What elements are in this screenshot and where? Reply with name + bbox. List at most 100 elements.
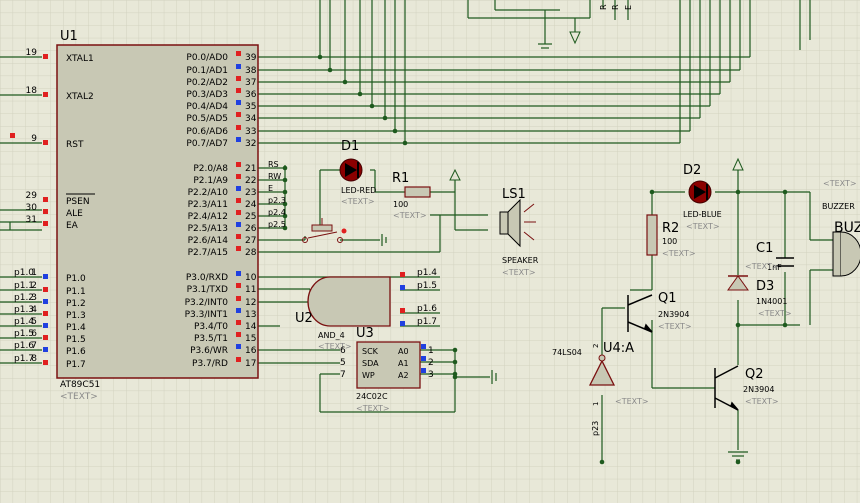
junction-dot xyxy=(452,374,458,380)
pin-marker xyxy=(236,344,241,349)
d3-part: 1N4001 xyxy=(756,297,787,306)
u1-pin-name: P0.7/AD7 xyxy=(186,139,228,149)
u3-pin-name: SCK xyxy=(362,347,379,356)
r2-value: 100 xyxy=(662,237,677,246)
u1-pin-number: 6 xyxy=(31,329,37,339)
u4-inverter[interactable] xyxy=(588,354,616,386)
u1-pin-number: 38 xyxy=(245,66,257,76)
u1-pin-name: P2.0/A8 xyxy=(193,164,228,174)
q2-transistor[interactable] xyxy=(714,365,739,411)
buzzer-text-tag: <TEXT> xyxy=(823,179,857,188)
u1-pin-name: P3.6/WR xyxy=(190,346,228,356)
u1-pin-net-label: p1.4 xyxy=(14,317,34,327)
u1-pin-number: 9 xyxy=(31,134,37,144)
junction-dot xyxy=(782,322,788,328)
pin-marker xyxy=(236,222,241,227)
pin-marker xyxy=(236,51,241,56)
pin-marker xyxy=(236,137,241,142)
ls1-part: SPEAKER xyxy=(502,256,539,265)
r1-value: 100 xyxy=(393,200,408,209)
u3-ground-symbol xyxy=(491,370,497,384)
u1-pin-name: EA xyxy=(66,221,79,231)
u1-pin-name: XTAL1 xyxy=(66,54,94,64)
d1-ref: D1 xyxy=(341,139,359,154)
d1-led[interactable] xyxy=(339,158,363,182)
q1-transistor[interactable] xyxy=(627,294,653,333)
u1-pin-name: P0.4/AD4 xyxy=(186,102,228,112)
u1-text-tag: <TEXT> xyxy=(60,392,98,402)
u1-pin-name: P3.1/TXD xyxy=(187,285,228,295)
junction-dot xyxy=(382,115,388,121)
u2-ref: U2 xyxy=(295,311,313,326)
c1-value: 1nF xyxy=(767,263,782,272)
u1-pin-number: 12 xyxy=(245,298,256,308)
pin-marker xyxy=(43,221,48,226)
u3-ref: U3 xyxy=(356,326,374,341)
u1-body[interactable] xyxy=(56,44,259,379)
d2-text-tag: <TEXT> xyxy=(686,222,720,231)
r2-resistor[interactable] xyxy=(646,214,658,256)
u1-pin-number: 2 xyxy=(31,281,37,291)
pin-marker xyxy=(236,76,241,81)
u1-pin-name: P1.1 xyxy=(66,287,86,297)
u1-pin-number: 16 xyxy=(245,346,257,356)
junction-dot xyxy=(369,103,375,109)
ls1-speaker[interactable] xyxy=(499,198,536,248)
u1-pin-name: P0.0/AD0 xyxy=(186,53,228,63)
u1-pin-number: 37 xyxy=(245,78,256,88)
u1-pin-number: 26 xyxy=(245,224,257,234)
u1-pin-number: 34 xyxy=(245,114,257,124)
u1-pin-name: P1.5 xyxy=(66,335,86,345)
u2-part: AND_4 xyxy=(318,331,345,340)
pin-marker xyxy=(236,100,241,105)
q1-text-tag: <TEXT> xyxy=(658,322,692,331)
u3-body[interactable] xyxy=(356,341,421,389)
d3-diode[interactable] xyxy=(727,275,749,291)
u3-pin-number: 6 xyxy=(340,346,346,356)
u1-pin-net-label: p1.1 xyxy=(14,281,34,291)
buzzer[interactable] xyxy=(832,231,860,277)
u2-text-tag: <TEXT> xyxy=(318,342,352,351)
pin-marker xyxy=(236,88,241,93)
u1-pin-name: P0.3/AD3 xyxy=(186,90,228,100)
u3-text-tag: <TEXT> xyxy=(356,404,390,413)
junction-dot xyxy=(392,128,398,134)
u1-pin-name: P0.1/AD1 xyxy=(186,66,228,76)
u4-net: p23 xyxy=(591,421,600,436)
u1-pin-number: 7 xyxy=(31,341,37,351)
u1-pin-name: P3.0/RXD xyxy=(186,273,228,283)
u1-pin-net-label: p2.3 xyxy=(268,196,286,205)
r1-resistor[interactable] xyxy=(404,186,431,198)
u1-pin-name: XTAL2 xyxy=(66,92,94,102)
pin-marker xyxy=(236,357,241,362)
u1-pin-name: P1.0 xyxy=(66,274,86,284)
c1-capacitor[interactable] xyxy=(776,257,794,267)
u1-pin-net-label: p2.4 xyxy=(268,208,286,217)
r1-ref: R1 xyxy=(392,171,409,186)
pin-marker xyxy=(236,174,241,179)
junction-dot xyxy=(782,189,788,195)
ls1-ref: LS1 xyxy=(502,187,526,202)
d2-led[interactable] xyxy=(688,180,712,204)
r2-ref: R2 xyxy=(662,221,679,236)
u3-pin-number: 7 xyxy=(340,370,346,380)
u1-pin-net-label: p1.7 xyxy=(14,354,34,364)
push-button[interactable] xyxy=(302,218,347,243)
u1-pin-name: P2.3/A11 xyxy=(188,200,228,210)
top-terminal-icon xyxy=(569,31,581,45)
vcc-terminal-icon xyxy=(732,157,744,171)
pin-marker xyxy=(43,323,48,328)
u1-pin-name: P0.2/AD2 xyxy=(186,78,228,88)
u1-pin-number: 8 xyxy=(31,354,37,364)
u1-pin-number: 22 xyxy=(245,176,256,186)
u1-pin-number: 29 xyxy=(26,191,38,201)
u1-pin-name: P3.5/T1 xyxy=(194,334,228,344)
u1-pin-name: P2.5/A13 xyxy=(188,224,228,234)
top-net-label: R xyxy=(599,4,608,10)
pin-marker xyxy=(236,210,241,215)
u1-pin-number: 4 xyxy=(31,305,37,315)
u2-and-gate[interactable] xyxy=(307,276,391,327)
u1-pin-number: 5 xyxy=(31,317,37,327)
u1-pin-name: P2.4/A12 xyxy=(188,212,228,222)
